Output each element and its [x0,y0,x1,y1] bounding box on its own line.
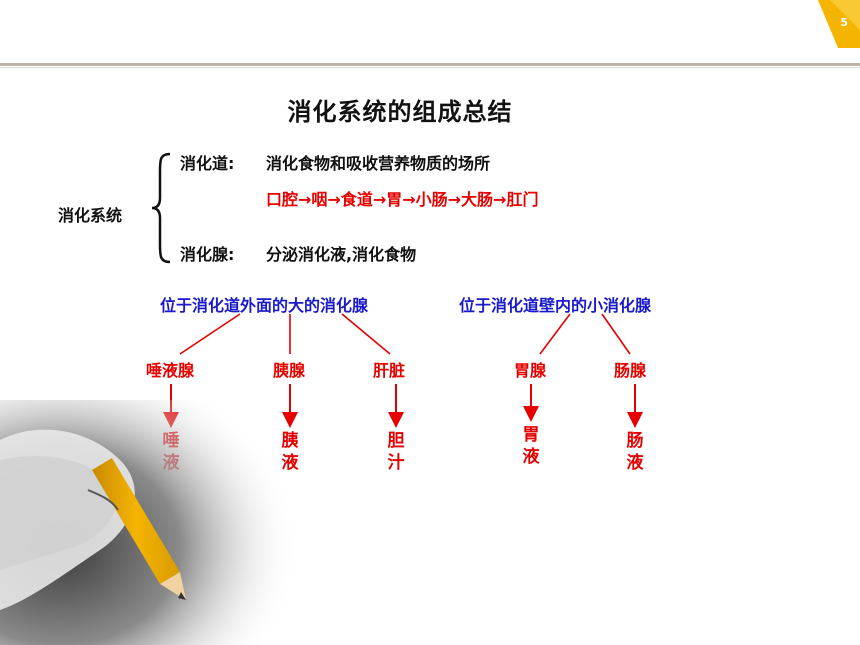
gland-liver: 肝脏 [373,361,406,380]
tract-description: 消化食物和吸收营养物质的场所 [266,154,491,173]
juice-char: 肠 [626,431,644,451]
page-number: 5 [840,16,848,29]
juice-bile: 胆 汁 [384,430,408,474]
header-rule [0,63,860,66]
gland-intestinal: 肠腺 [614,361,647,380]
internal-glands-heading: 位于消化道壁内的小消化腺 [459,296,652,315]
glands-label: 消化腺: [180,245,235,264]
header-rule-shadow [0,67,860,68]
juice-gastric: 胃 液 [519,424,543,468]
gland-gastric: 胃腺 [514,361,547,380]
hand-pencil-illustration [0,400,300,645]
tract-label: 消化道: [180,154,235,173]
external-glands-heading: 位于消化道外面的大的消化腺 [160,296,369,315]
gland-salivary: 唾液腺 [146,361,195,380]
juice-char: 液 [522,447,540,467]
juice-char: 汁 [387,453,405,473]
tract-pathway: 口腔→咽→食道→胃→小肠→大肠→肛门 [266,190,539,209]
juice-char: 胆 [387,431,405,451]
slide-title: 消化系统的组成总结 [287,98,513,126]
juice-char: 液 [626,453,644,473]
page-corner-badge [818,0,860,48]
curly-brace-icon [151,152,171,264]
glands-description: 分泌消化液,消化食物 [266,245,417,264]
juice-char: 胃 [522,425,540,445]
juice-intestinal: 肠 液 [623,430,647,474]
gland-pancreas: 胰腺 [273,361,306,380]
system-label: 消化系统 [58,206,123,225]
